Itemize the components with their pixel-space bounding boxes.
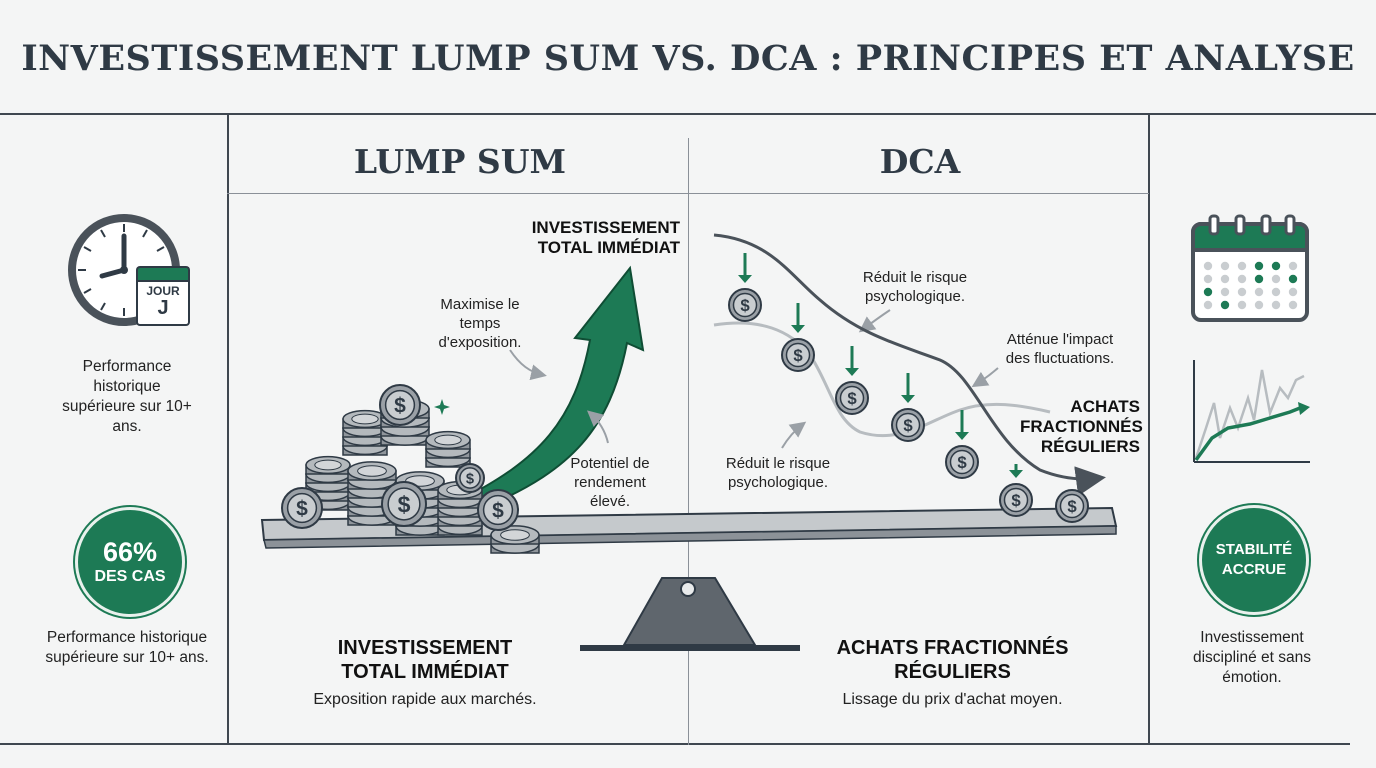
lump-sum-note-exposure: Maximise le temps d'exposition. bbox=[438, 296, 522, 351]
coin-stack bbox=[342, 409, 388, 456]
svg-text:$: $ bbox=[740, 296, 750, 315]
dca-note-risk-top: Réduit le risque psychologique. bbox=[862, 269, 968, 305]
lump-sum-heading: LUMP SUM bbox=[353, 142, 567, 181]
lump-sum-growth-arrow bbox=[456, 265, 645, 507]
calendar-day-label: JOUR bbox=[146, 284, 180, 298]
badge-line2: ACCRUE bbox=[1221, 561, 1287, 578]
svg-text:$: $ bbox=[1067, 497, 1077, 516]
badge-line1: STABILITÉ bbox=[1215, 541, 1293, 558]
dca-purchase: $ bbox=[999, 464, 1033, 517]
dca-purchase: $ bbox=[891, 373, 925, 442]
dca-bottom-title: ACHATS FRACTIONNÉS RÉGULIERS bbox=[836, 637, 1069, 683]
sparkle-icon bbox=[434, 399, 450, 415]
dca-heading: DCA bbox=[879, 142, 961, 181]
coin-stack bbox=[425, 430, 471, 468]
trend-chart-icon bbox=[1193, 360, 1310, 463]
left-panel-divider bbox=[227, 113, 229, 745]
dca-note-fluctuations: Atténue l'impact des fluctuations. bbox=[1005, 331, 1115, 367]
dca-purchase: $ bbox=[945, 410, 979, 479]
badge-value: 66% bbox=[102, 537, 158, 567]
calendar-day-letter: J bbox=[157, 297, 169, 319]
coin-icon: $ bbox=[945, 445, 979, 479]
coin-icon: $ bbox=[1055, 489, 1089, 523]
svg-text:$: $ bbox=[957, 453, 967, 472]
left-text-bottom: Performance historique supérieure sur 10… bbox=[45, 629, 209, 666]
dca-curve-label: ACHATS FRACTIONNÉS RÉGULIERS bbox=[1020, 397, 1143, 456]
svg-text:$: $ bbox=[903, 416, 913, 435]
calendar-icon: JOUR J bbox=[136, 266, 190, 326]
right-text-bottom: Investissement discipliné et sans émotio… bbox=[1192, 629, 1312, 686]
dca-purchase: $ bbox=[728, 253, 762, 322]
stability-badge: STABILITÉ ACCRUE bbox=[1199, 505, 1309, 615]
coin-pile: $ $ $ $ $ bbox=[281, 384, 540, 554]
dca-purchase: $ bbox=[835, 346, 869, 415]
svg-text:$: $ bbox=[296, 498, 308, 521]
lump-sum-bottom-title: INVESTISSEMENT TOTAL IMMÉDIAT bbox=[337, 637, 513, 683]
dca-purchase: $ bbox=[1055, 489, 1089, 523]
dca-bottom-sub: Lissage du prix d'achat moyen. bbox=[842, 691, 1063, 708]
coin-icon: $ bbox=[728, 288, 762, 322]
page-title: INVESTISSEMENT LUMP SUM VS. DCA : PRINCI… bbox=[21, 38, 1355, 79]
svg-text:$: $ bbox=[492, 500, 504, 523]
center-divider bbox=[688, 138, 689, 745]
svg-text:$: $ bbox=[793, 346, 803, 365]
badge-label: DES CAS bbox=[94, 568, 166, 585]
percentage-badge: 66% DES CAS bbox=[75, 507, 185, 617]
coin-icon: $ bbox=[281, 487, 323, 529]
coin-icon: $ bbox=[999, 483, 1033, 517]
lump-sum-note-return: Potentiel de rendement élevé. bbox=[570, 455, 650, 510]
svg-text:$: $ bbox=[466, 471, 474, 487]
coin-icon: $ bbox=[477, 489, 519, 531]
lump-sum-arrow-label: INVESTISSEMENT TOTAL IMMÉDIAT bbox=[531, 218, 680, 257]
bottom-divider bbox=[0, 743, 1350, 745]
coin-icon: $ bbox=[379, 384, 421, 426]
svg-text:$: $ bbox=[394, 395, 406, 418]
coin-icon: $ bbox=[381, 481, 427, 527]
dca-purchase: $ bbox=[781, 303, 815, 372]
svg-text:$: $ bbox=[1011, 491, 1021, 510]
svg-text:$: $ bbox=[847, 389, 857, 408]
calendar-grid-icon bbox=[1191, 214, 1309, 322]
lump-sum-bottom-sub: Exposition rapide aux marchés. bbox=[313, 691, 537, 708]
coin-icon: $ bbox=[455, 463, 485, 493]
left-text-top: Performance historique supérieure sur 10… bbox=[62, 358, 192, 435]
svg-text:$: $ bbox=[398, 491, 411, 517]
coin-icon: $ bbox=[835, 381, 869, 415]
top-divider bbox=[0, 113, 1376, 115]
coin-icon: $ bbox=[891, 408, 925, 442]
seesaw-fulcrum bbox=[580, 577, 800, 651]
dca-note-risk-bottom: Réduit le risque psychologique. bbox=[725, 455, 831, 491]
right-panel-divider bbox=[1148, 113, 1150, 745]
coin-icon: $ bbox=[781, 338, 815, 372]
coin-stack bbox=[490, 525, 540, 554]
